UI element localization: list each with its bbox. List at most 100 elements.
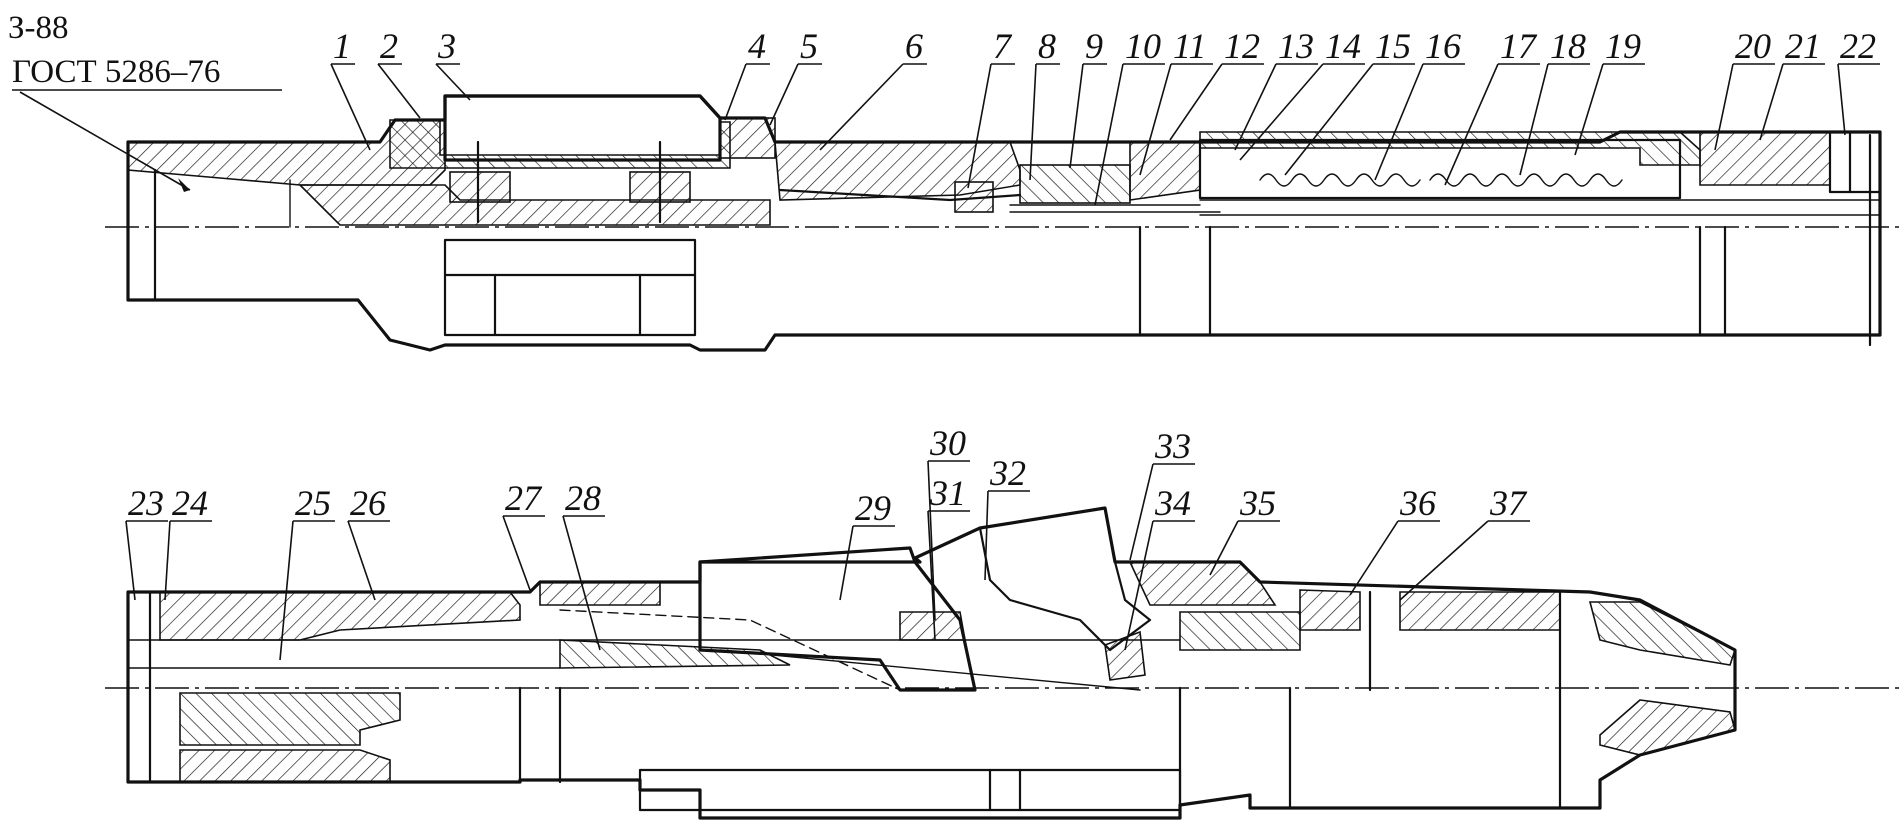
part-leader-7 [967, 63, 992, 189]
part-26-body [159, 591, 521, 641]
part-leader-29 [839, 525, 854, 601]
part-leader-30 [927, 460, 936, 621]
part-label-9: 9 [1085, 26, 1103, 66]
part-label-36: 36 [1399, 483, 1436, 523]
part-label-26: 26 [350, 483, 386, 523]
part-leader-16 [1374, 63, 1424, 181]
part-label-13: 13 [1278, 26, 1314, 66]
part-leader-27 [502, 515, 531, 591]
part-3-carriage [443, 94, 722, 162]
lower-window [638, 768, 1182, 812]
part-37 [1399, 591, 1561, 631]
part-leader-23 [125, 520, 136, 601]
part-leader-12 [1169, 63, 1223, 141]
part-label-12: 12 [1224, 26, 1260, 66]
upper-window [443, 238, 697, 337]
part-leader-26 [347, 520, 376, 601]
part-label-14: 14 [1325, 26, 1361, 66]
part-label-34: 34 [1154, 483, 1191, 523]
part-leader-22 [1837, 63, 1846, 136]
part-label-2: 2 [380, 26, 398, 66]
part-leader-18 [1519, 63, 1549, 176]
part-leader-14 [1239, 63, 1324, 161]
part-label-8: 8 [1038, 26, 1056, 66]
part-leader-19 [1574, 63, 1604, 156]
part-label-17: 17 [1500, 26, 1538, 66]
part-label-15: 15 [1375, 26, 1411, 66]
part-leader-25 [279, 520, 294, 661]
part-1-lower [298, 184, 771, 226]
part-leader-24 [164, 520, 171, 601]
part-label-22: 22 [1840, 26, 1876, 66]
part-25-lower [179, 692, 401, 746]
thread-callout-line2: ГОСТ 5286–76 [12, 54, 220, 90]
thread-callout-line1: З-88 [8, 10, 69, 46]
spring-15 [1259, 173, 1421, 187]
part-leader-15 [1284, 63, 1374, 176]
part-label-37: 37 [1489, 483, 1528, 523]
part-leader-37 [1399, 520, 1489, 601]
part-label-32: 32 [989, 453, 1026, 493]
part-22 [1828, 130, 1882, 194]
part-label-21: 21 [1785, 26, 1821, 66]
part-leader-1 [330, 63, 371, 151]
part-leader-2 [377, 63, 421, 119]
part-label-18: 18 [1550, 26, 1586, 66]
part-leader-33 [1129, 463, 1154, 561]
lower-assembly-view [105, 506, 1900, 820]
part-leader-3 [435, 63, 471, 101]
part-leader-11 [1139, 63, 1172, 176]
part-7 [954, 181, 994, 213]
part-21 [1699, 131, 1831, 186]
part-1-body [127, 119, 446, 186]
part-label-11: 11 [1173, 26, 1206, 66]
nose-cone [1588, 601, 1736, 666]
part-27 [539, 581, 661, 606]
part-28 [559, 639, 791, 669]
upper-assembly-view [105, 94, 1900, 352]
thread-callout: З-88 ГОСТ 5286–76 [8, 10, 282, 192]
part-leader-36 [1349, 520, 1399, 596]
part-label-24: 24 [172, 483, 208, 523]
part-leader-6 [819, 63, 904, 151]
part-leader-34 [1124, 520, 1154, 651]
part-label-35: 35 [1239, 483, 1276, 523]
part-35-lower [1179, 611, 1301, 651]
part-label-10: 10 [1125, 26, 1161, 66]
part-leader-8 [1029, 63, 1037, 181]
part-leader-20 [1714, 63, 1734, 151]
part-label-16: 16 [1425, 26, 1461, 66]
part-label-7: 7 [993, 26, 1013, 66]
nose-cone-lower [1599, 699, 1736, 756]
part-leader-9 [1069, 63, 1084, 169]
part-9 [1019, 164, 1131, 204]
spring-18 [1429, 173, 1623, 187]
part-label-5: 5 [800, 26, 818, 66]
part-35 [1128, 561, 1277, 606]
part-label-23: 23 [128, 483, 164, 523]
part-label-29: 29 [855, 488, 891, 528]
part-19-sleeve [1199, 131, 1701, 166]
part-label-3: 3 [437, 26, 456, 66]
part-label-4: 4 [748, 26, 766, 66]
part-label-1: 1 [333, 26, 351, 66]
part-leader-4 [724, 63, 747, 121]
part-leader-5 [769, 63, 799, 126]
part-label-31: 31 [929, 473, 966, 513]
part-label-30: 30 [929, 423, 966, 463]
part-leader-35 [1209, 520, 1239, 576]
part-label-6: 6 [905, 26, 923, 66]
part-label-27: 27 [505, 478, 543, 518]
part-leader-31 [927, 510, 936, 641]
part-leader-32 [984, 490, 989, 581]
part-leader-17 [1444, 63, 1499, 186]
part-leader-21 [1759, 63, 1784, 141]
part-label-33: 33 [1154, 426, 1191, 466]
part-36 [1299, 589, 1361, 631]
part-leader-28 [562, 515, 601, 651]
part-4-ring [719, 117, 776, 159]
part-label-20: 20 [1735, 26, 1771, 66]
